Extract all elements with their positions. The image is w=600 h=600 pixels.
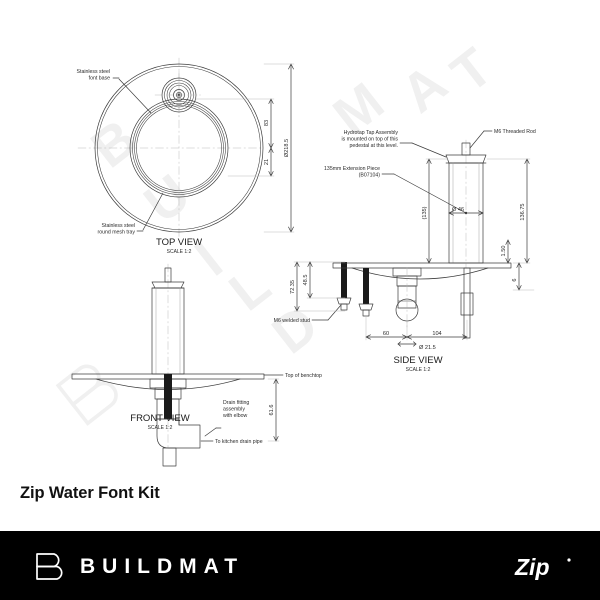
side-welded-stud-tip	[362, 309, 370, 317]
dimension-dia-46	[448, 210, 484, 216]
leader-font-base	[112, 77, 152, 114]
front-view	[71, 261, 352, 467]
top-view-title: TOP VIEW	[156, 237, 202, 248]
dim-label-104: 104	[432, 331, 441, 337]
front-drain-elbow	[156, 418, 201, 449]
label-hydrotap-line3: pedestal at this level.	[350, 143, 398, 149]
technical-drawing-svg: B U I L D M A T	[55, 37, 536, 467]
side-view	[332, 130, 535, 347]
leader-welded-stud	[311, 304, 342, 321]
tap-base-centerlines	[154, 70, 204, 120]
dim-label-dia-21-5: Ø 21.5	[419, 345, 436, 351]
dimension-21	[227, 147, 275, 177]
side-welded-stud-nut	[358, 303, 374, 311]
label-extension-piece-line2: (B07104)	[359, 173, 381, 179]
font-base-inner-circle	[97, 66, 261, 230]
side-underside-dish	[351, 267, 489, 280]
label-drain-fitting-line1: Drain fitting	[223, 400, 249, 406]
leader-hydrotap	[399, 142, 447, 158]
side-benchtop-plate	[332, 262, 512, 269]
label-font-base-line2: font base	[89, 76, 110, 82]
dim-label-61-6: 61.6	[269, 405, 275, 416]
label-hydrotap-line1: Hydrotap Tap Assembly	[344, 130, 399, 136]
label-benchtop: Top of benchtop	[285, 373, 322, 379]
top-view-scale: SCALE 1:2	[167, 249, 192, 255]
zip-wordmark: Zip	[514, 554, 550, 580]
welded-stud-shank	[341, 262, 347, 298]
front-view-title: FRONT VIEW	[130, 413, 189, 424]
dimension-135	[425, 158, 449, 264]
dim-label-dia-46: Ø 46	[452, 207, 464, 213]
dim-label-136-75: 136.75	[520, 203, 526, 220]
label-welded-stud: M6 welded stud	[274, 318, 310, 324]
label-hydrotap-line2: is mounted on top of this	[341, 137, 398, 143]
side-welded-stud-shank	[363, 268, 369, 304]
dim-label-83: 83	[264, 120, 270, 126]
dim-label-48-5: 48.5	[303, 275, 309, 286]
label-mesh-tray-line2: round mesh tray	[98, 230, 136, 236]
dim-label-dia-218-5: Ø218.5	[284, 139, 290, 157]
buildmat-wordmark: BUILDMAT	[80, 554, 245, 578]
dimension-1-50	[505, 239, 511, 264]
dimension-6	[512, 262, 535, 291]
label-font-base-line1: Stainless steel	[77, 69, 110, 75]
dimension-48-5	[306, 261, 346, 299]
dim-label-60: 60	[383, 331, 389, 337]
font-base-outer-circle	[94, 63, 264, 233]
front-benchtop-plate	[71, 373, 265, 380]
footer-bar: BUILDMAT Zip	[0, 531, 600, 600]
label-drain-fitting-line3: with elbow	[223, 413, 247, 419]
side-view-scale: SCALE 1:2	[406, 367, 431, 373]
label-threaded-rod: M6 Threaded Rod	[494, 129, 536, 135]
top-view-centerlines	[77, 57, 263, 239]
dim-label-1-50: 1.50	[501, 246, 507, 257]
buildmat-logo: BUILDMAT	[34, 551, 244, 581]
dimension-72-35	[293, 261, 346, 312]
zip-trademark-dot	[567, 558, 571, 562]
label-mesh-tray-line1: Stainless steel	[102, 223, 135, 229]
welded-stud-tip	[340, 303, 348, 311]
front-view-scale: SCALE 1:2	[148, 425, 173, 431]
page-title: Zip Water Font Kit	[20, 484, 160, 502]
watermark-letter: U	[133, 163, 201, 234]
leader-drain-fitting	[204, 427, 222, 437]
front-drain-pipe	[162, 447, 177, 467]
zip-logo: Zip	[514, 554, 571, 580]
dimension-104	[406, 319, 468, 341]
front-welded-stud-group	[336, 262, 352, 311]
front-drain-shank	[164, 374, 172, 419]
leader-threaded-rod	[469, 130, 493, 149]
watermark-b-mark-icon	[55, 364, 118, 426]
title-area: Zip Water Font Kit	[0, 470, 600, 530]
dim-label-72-35: 72.35	[290, 280, 296, 294]
watermark-letter: B	[80, 108, 148, 179]
mesh-tray-ring-core	[136, 105, 222, 191]
label-kitchen-drain: To kitchen drain pipe	[215, 439, 263, 445]
label-extension-piece-line1: 135mm Extension Piece	[324, 166, 380, 172]
technical-drawing-area: B U I L D M A T	[55, 37, 536, 467]
dimension-61-6	[267, 378, 280, 442]
side-rod-sleeve	[460, 292, 474, 316]
dim-label-21: 21	[264, 159, 270, 165]
dimension-dia-218-5	[263, 63, 295, 233]
mesh-tray-ring-mid	[132, 101, 226, 195]
side-view-title: SIDE VIEW	[393, 355, 442, 366]
dim-label-6: 6	[512, 278, 518, 281]
dimension-dia-21-5	[397, 341, 417, 347]
leader-mesh-tray	[136, 192, 164, 232]
dimension-83	[195, 98, 275, 149]
welded-stud-nut	[336, 297, 352, 305]
dim-label-135: (135)	[422, 206, 428, 219]
buildmat-b-mark-icon	[36, 553, 63, 580]
top-view	[77, 57, 295, 239]
label-drain-fitting-line2: assembly	[223, 407, 245, 413]
dimension-136-75	[486, 158, 531, 264]
